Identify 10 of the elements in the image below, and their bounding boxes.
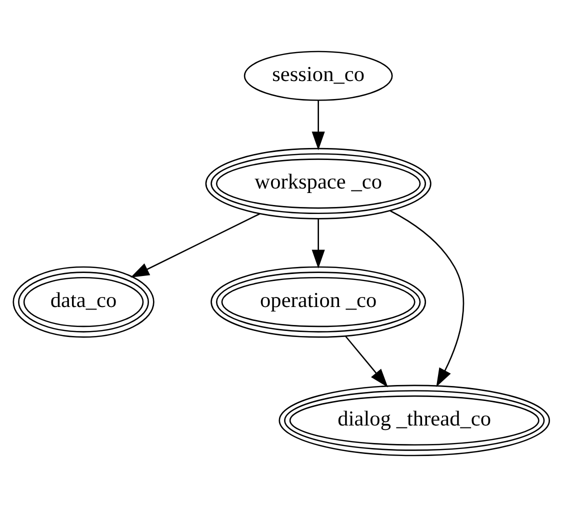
- arrow: [130, 212, 260, 278]
- node-ellipse: operation _co: [210, 266, 426, 338]
- arrow: [312, 100, 325, 150]
- node-ellipse: session_co: [244, 50, 393, 100]
- node-ellipse: data_co: [12, 266, 154, 338]
- arrow: [390, 210, 464, 386]
- arrow: [345, 335, 388, 387]
- node-ellipse: dialog _thread_co: [278, 384, 550, 456]
- node-ellipse: workspace _co: [205, 147, 432, 219]
- arrow: [312, 218, 325, 268]
